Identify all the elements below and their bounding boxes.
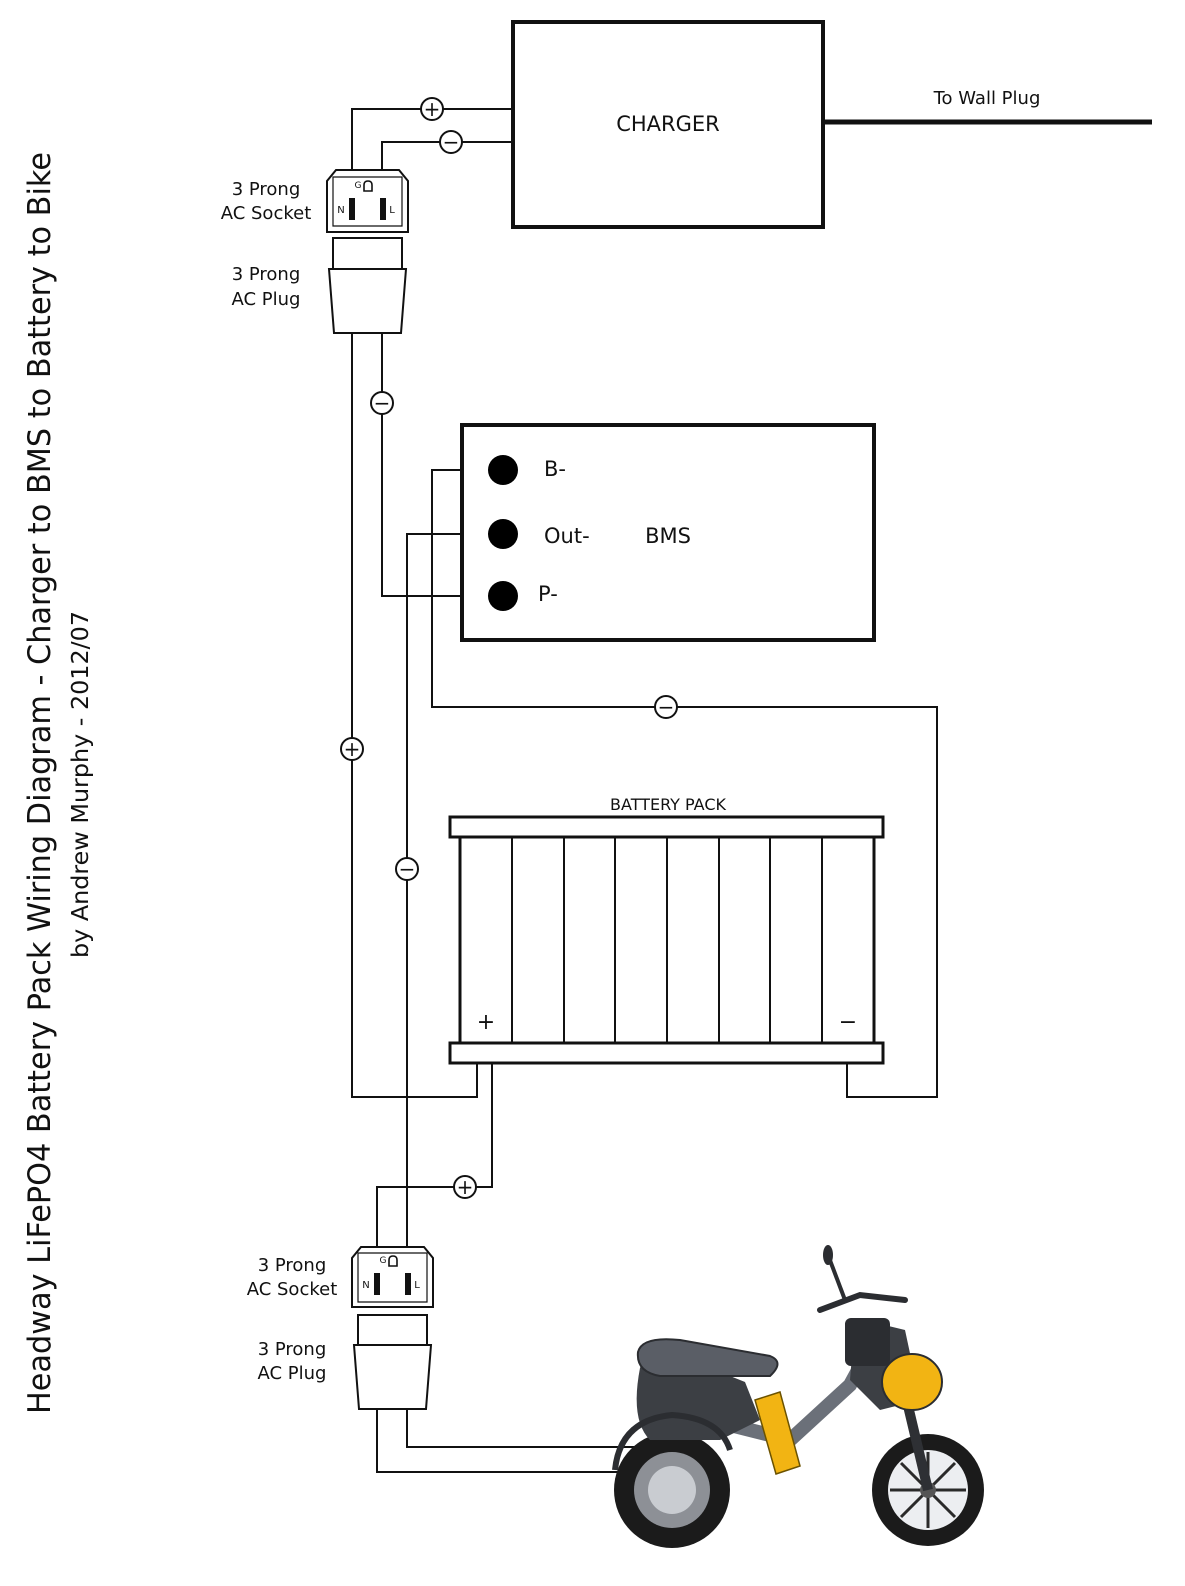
wall-plug-label: To Wall Plug — [933, 88, 1041, 109]
top-socket-neutral-pin — [349, 198, 355, 220]
wires — [351, 108, 1152, 1473]
battery-minus-terminal-label: − — [839, 1010, 857, 1035]
bottom-socket-ground-pin — [388, 1255, 398, 1267]
bottom-plug-head — [357, 1314, 428, 1346]
plug-positive-to-battery-wire — [351, 333, 478, 1098]
bottom-socket-face — [357, 1252, 428, 1303]
symbol-sign: − — [658, 695, 675, 719]
bms-terminal-out-minus — [488, 519, 518, 549]
battery-bottom-rail — [448, 1041, 885, 1065]
positive-symbol: + — [420, 97, 444, 121]
negative-symbol: − — [370, 391, 394, 415]
symbol-ring — [453, 1175, 477, 1199]
symbol-sign: + — [424, 97, 441, 121]
charger-label: CHARGER — [616, 112, 720, 136]
bms-box — [460, 423, 876, 642]
top-socket: G N L 3 Prong AC Socket — [221, 169, 409, 233]
bottom-socket-g-label: G — [380, 1256, 387, 1266]
bottom-socket-label-line1: 3 Prong — [258, 1255, 327, 1276]
symbol-ring — [420, 97, 444, 121]
bottom-plug: 3 Prong AC Plug — [258, 1314, 433, 1410]
scooter-front-basket — [881, 1353, 943, 1411]
negative-symbol: − — [395, 857, 419, 881]
positive-symbol: + — [340, 737, 364, 761]
symbol-ring — [654, 695, 678, 719]
positive-symbol: + — [453, 1175, 477, 1199]
top-socket-n-label: N — [337, 205, 344, 216]
symbol-ring — [395, 857, 419, 881]
bottom-plug-body — [352, 1344, 433, 1410]
negative-symbol: − — [654, 695, 678, 719]
scooter-seat — [636, 1338, 779, 1377]
electric-scooter-image — [612, 1245, 984, 1548]
top-plug-body — [327, 268, 408, 334]
bottom-socket-n-label: N — [362, 1280, 369, 1291]
bms-out-minus-label: Out- — [544, 524, 590, 548]
top-socket-g-label: G — [355, 181, 362, 191]
top-plug: 3 Prong AC Plug — [232, 237, 408, 334]
scooter-headlamp-housing — [845, 1318, 890, 1366]
battery-pack: BATTERY PACK + − — [448, 795, 885, 1065]
top-socket-l-label: L — [389, 205, 395, 216]
symbol-ring — [340, 737, 364, 761]
scooter-mirror — [823, 1245, 833, 1265]
bottom-socket-l-label: L — [414, 1280, 420, 1291]
bms-b-minus-label: B- — [544, 457, 566, 481]
polarity-symbols: + − − − + − + — [340, 97, 678, 1199]
scooter-rear-fender — [612, 1411, 733, 1471]
diagram-title-group: Headway LiFePO4 Battery Pack Wiring Diag… — [22, 152, 94, 1414]
b-minus-to-battery-negative-wire — [431, 469, 938, 1098]
battery-top-rail — [448, 815, 885, 839]
charger-box — [511, 20, 825, 229]
bike-negative-lead — [406, 1409, 650, 1448]
symbol-sign: + — [457, 1175, 474, 1199]
negative-symbol: − — [439, 130, 463, 154]
top-socket-live-pin — [380, 198, 386, 220]
battery-label: BATTERY PACK — [610, 795, 726, 814]
bike-positive-lead — [376, 1409, 650, 1473]
bottom-plug-label-line2: AC Plug — [258, 1363, 327, 1384]
bms: B- Out- P- BMS — [460, 423, 876, 642]
bottom-socket-outline — [351, 1246, 434, 1308]
top-socket-label-line2: AC Socket — [221, 203, 312, 224]
symbol-sign: − — [443, 130, 460, 154]
symbol-ring — [370, 391, 394, 415]
scooter-battery — [754, 1391, 801, 1475]
bottom-socket-label-line2: AC Socket — [247, 1279, 338, 1300]
charger: CHARGER To Wall Plug — [511, 20, 1041, 229]
diagram-title: Headway LiFePO4 Battery Pack Wiring Diag… — [22, 152, 58, 1414]
top-plug-label-line1: 3 Prong — [232, 264, 301, 285]
symbol-sign: + — [344, 737, 361, 761]
top-plug-head — [332, 237, 403, 270]
battery-plus-terminal-label: + — [477, 1010, 495, 1035]
scooter-handlebar — [817, 1291, 908, 1313]
charger-negative-wire — [381, 141, 513, 170]
bottom-socket-neutral-pin — [374, 1273, 380, 1295]
bms-label: BMS — [645, 524, 691, 548]
bottom-socket-live-pin — [405, 1273, 411, 1295]
top-socket-outline — [326, 169, 409, 233]
symbol-sign: − — [374, 391, 391, 415]
bms-terminal-b-minus — [488, 455, 518, 485]
bms-terminal-p-minus — [488, 581, 518, 611]
top-socket-face — [332, 176, 403, 227]
charger-positive-wire — [351, 108, 513, 170]
battery-cell-dividers — [511, 837, 823, 1043]
top-plug-label-line2: AC Plug — [232, 289, 301, 310]
top-socket-ground-pin — [363, 180, 373, 192]
bottom-plug-label-line1: 3 Prong — [258, 1339, 327, 1360]
scooter-rear-hub-motor — [648, 1466, 696, 1514]
battery-positive-to-bike-socket-wire — [376, 1063, 493, 1247]
symbol-sign: − — [399, 857, 416, 881]
bottom-socket: G N L 3 Prong AC Socket — [247, 1246, 434, 1308]
bms-p-minus-label: P- — [538, 582, 558, 606]
symbol-ring — [439, 130, 463, 154]
top-socket-label-line1: 3 Prong — [232, 179, 301, 200]
diagram-subtitle: by Andrew Murphy - 2012/07 — [68, 611, 94, 958]
